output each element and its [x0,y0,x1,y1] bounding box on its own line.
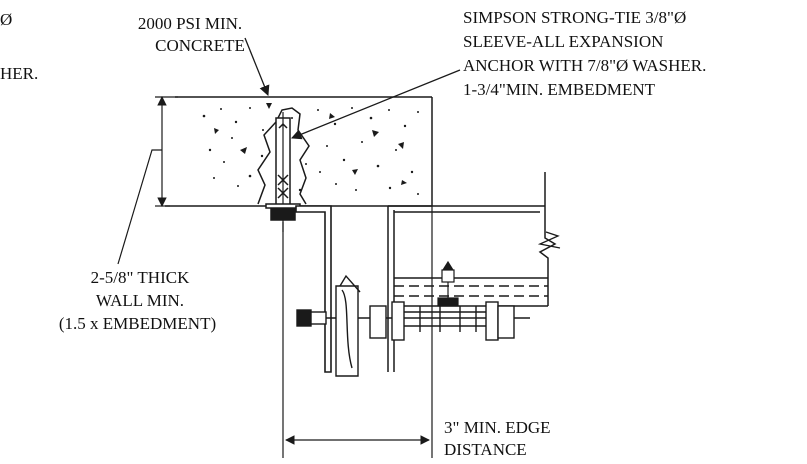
edge-distance-dimension [282,206,433,458]
wall-thickness-dimension [155,96,178,207]
break-symbol [537,231,561,249]
anchor-spec-line1: SIMPSON STRONG-TIE 3/8"Ø [463,8,687,27]
anchor-label-leader [291,69,461,140]
wall-thickness-line2: WALL MIN. [95,291,185,310]
drilled-hole-outline [257,107,310,205]
concrete-stipple [202,103,419,195]
wall-thickness-line1: 2-5/8" THICK [90,268,190,287]
cropped-label-top: Ø [0,10,13,29]
top-bolt [437,260,459,307]
wall-thickness-line3: (1.5 x EMBEDMENT) [58,314,217,333]
anchor-spec-line2: SLEEVE-ALL EXPANSION [463,32,664,51]
wall-label-leader [117,149,162,265]
anchor-spec-line4: 1-3/4"MIN. EMBEDMENT [463,80,656,99]
horizontal-bolt-assembly [296,274,530,377]
anchor-spec-line3: ANCHOR WITH 7/8"Ø WASHER. [463,56,707,75]
concrete-spec-line2: CONCRETE [155,36,245,55]
steel-member [387,172,557,372]
sleeve-anchor [265,112,301,232]
edge-distance-line1: 3" MIN. EDGE [444,418,551,437]
cropped-label-mid: HER. [0,64,39,83]
angle-clip [295,205,332,373]
concrete-label-leader [244,37,270,96]
edge-distance-line2: DISTANCE [444,440,527,459]
concrete-spec-line1: 2000 PSI MIN. [137,14,243,33]
